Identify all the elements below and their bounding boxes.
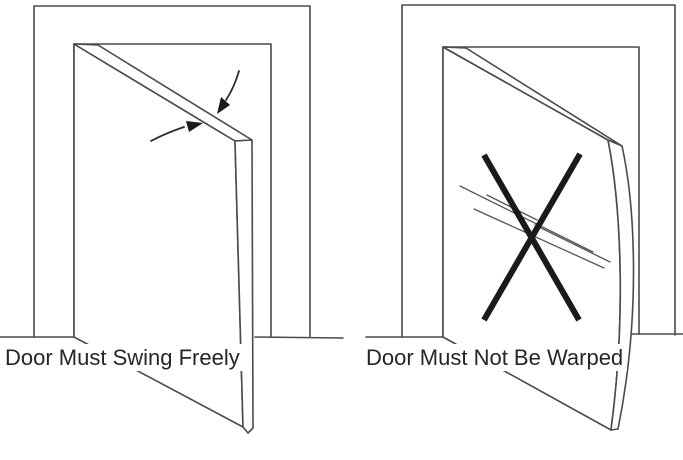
left-floor-line-right (254, 336, 344, 339)
swing-arrows (150, 70, 240, 142)
swing-arrow-lower-head-icon (186, 121, 203, 132)
swing-arrow-heads (186, 97, 230, 132)
swing-arrow-upper-icon (225, 70, 240, 101)
warp-check-line (459, 185, 594, 253)
swing-arrow-upper-head-icon (217, 97, 230, 114)
warp-check-line (473, 208, 605, 269)
left-door-frame-outer (33, 5, 311, 338)
right-panel-warped-door-drawing (365, 4, 683, 431)
right-door-frame-outer (401, 4, 676, 338)
left-door-panel (73, 43, 254, 434)
caption-door-must-not-be-warped: Door Must Not Be Warped (364, 344, 628, 371)
x-mark-icon (481, 152, 583, 322)
warp-check-line (534, 224, 611, 263)
left-door-front-edge (234, 139, 254, 434)
swing-arrow-lower-icon (150, 126, 185, 142)
caption-door-must-swing-freely: Door Must Swing Freely (3, 344, 244, 371)
x-mark-stroke (481, 152, 583, 322)
left-panel-door-open-drawing (0, 5, 344, 434)
